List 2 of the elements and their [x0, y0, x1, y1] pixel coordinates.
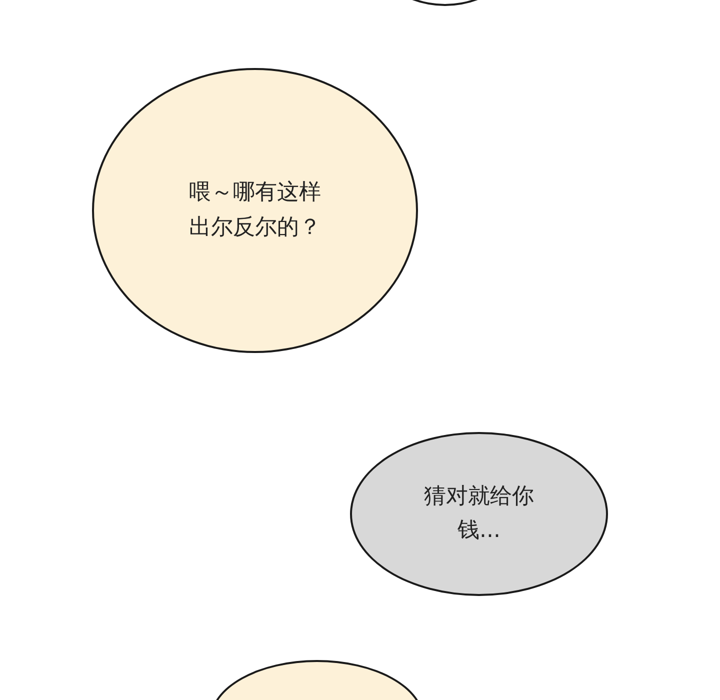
dialogue-text: 猜对就给你钱... [422, 482, 535, 545]
dialogue-text: 喂～哪有这样出尔反尔的？ [188, 179, 322, 242]
